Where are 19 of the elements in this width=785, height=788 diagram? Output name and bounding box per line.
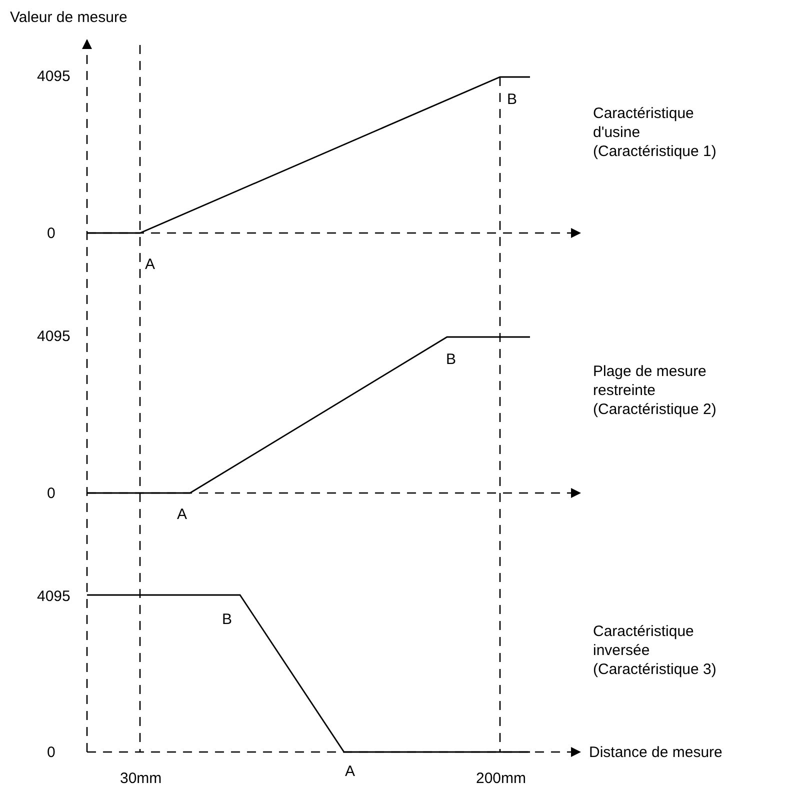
tick-label: 30mm (120, 769, 162, 788)
tick-label: 200mm (476, 769, 526, 788)
curve-caption: Plage de mesure restreinte (Caractéristique 2) (593, 362, 718, 419)
tick-label: 0 (47, 224, 56, 243)
point-label: B (222, 610, 232, 629)
tick-label: 4095 (37, 327, 70, 346)
point-label: A (345, 762, 356, 781)
tick-label: 0 (47, 743, 56, 762)
point-label: B (446, 350, 456, 369)
tick-label: 0 (47, 484, 56, 503)
tick-label: 4095 (37, 587, 70, 606)
point-label: B (507, 90, 518, 109)
axis-title: Distance de mesure (589, 743, 722, 762)
point-label: A (145, 255, 156, 274)
curve-caption: Caractéristique inversée (Caractéristique 3) (593, 622, 718, 679)
axis-title: Valeur de mesure (10, 8, 128, 27)
curve-caption: Caractéristique d'usine (Caractéristique 1) (593, 104, 718, 161)
point-label: A (177, 505, 188, 524)
tick-label: 4095 (37, 67, 70, 86)
